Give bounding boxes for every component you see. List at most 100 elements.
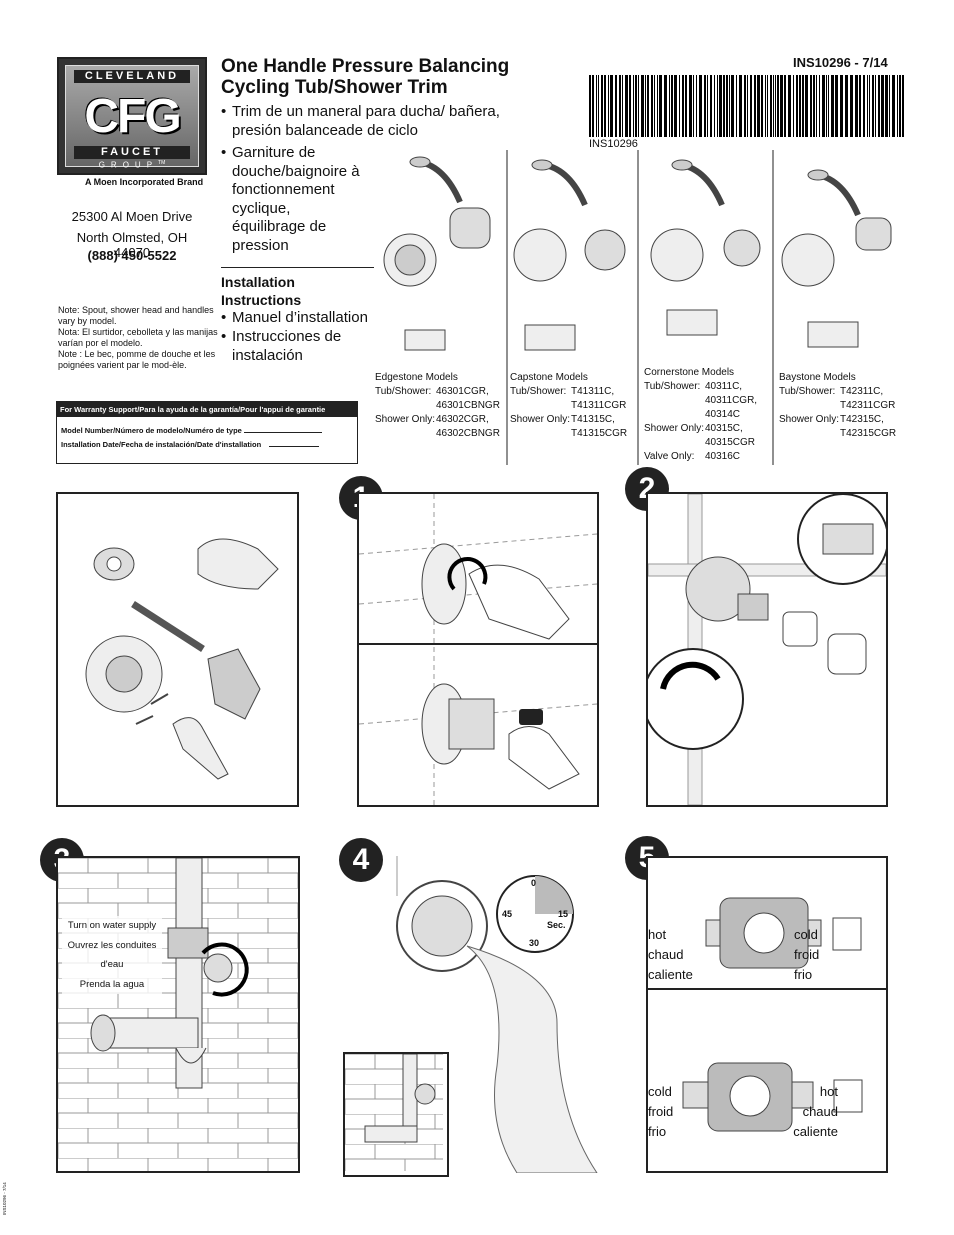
model-number: 46302CBNGR bbox=[436, 428, 500, 439]
model-type bbox=[644, 408, 705, 422]
barcode-bar bbox=[596, 75, 597, 137]
barcode-bar bbox=[674, 75, 677, 137]
spanish-instructions-1: Instrucciones de bbox=[232, 328, 342, 345]
barcode-bar bbox=[719, 75, 722, 137]
barcode-bar bbox=[699, 75, 702, 137]
capstone-icon bbox=[513, 159, 626, 351]
barcode-bar bbox=[635, 75, 637, 137]
barcode-bar bbox=[875, 75, 876, 137]
model-type: Tub/Shower: bbox=[644, 381, 701, 392]
model-type: Tub/Shower: bbox=[510, 386, 567, 397]
model-number: T42311C, bbox=[840, 386, 884, 397]
barcode-bar bbox=[761, 75, 763, 137]
barcode-bar bbox=[869, 75, 870, 137]
model-type: Shower Only: bbox=[779, 414, 840, 425]
barcode-bar bbox=[899, 75, 901, 137]
timer-elapsed-wedge bbox=[535, 876, 573, 914]
step-5-panel: hot chaud caliente cold froid frio cold … bbox=[646, 856, 888, 1173]
parts-panel bbox=[56, 492, 299, 807]
french-title-line: Garniture de bbox=[232, 144, 316, 161]
barcode-bar bbox=[819, 75, 820, 137]
barcode-bar bbox=[679, 75, 680, 137]
barcode-bar bbox=[872, 75, 874, 137]
barcode-bar bbox=[744, 75, 746, 137]
barcode-bar bbox=[608, 75, 609, 137]
model-number: T42311CGR bbox=[840, 400, 896, 411]
phone-number: (888) 450-5522 bbox=[87, 248, 177, 263]
model-type bbox=[779, 399, 840, 413]
step-3-text-fr: Ouvrez les conduites d'eau bbox=[67, 939, 157, 971]
install-date-field[interactable] bbox=[269, 446, 320, 447]
model-type bbox=[644, 394, 705, 408]
barcode-bar bbox=[765, 75, 766, 137]
model-number: T42315CGR bbox=[840, 428, 897, 439]
barcode-bar bbox=[810, 75, 812, 137]
model-row: Shower Only:T42315C, bbox=[779, 413, 907, 427]
model-number-label: Model Number/Número de modelo/Numéro de … bbox=[61, 426, 242, 435]
bottom-left-es: frio bbox=[648, 1124, 667, 1139]
barcode-bar bbox=[619, 75, 621, 137]
timer-unit: Sec. bbox=[547, 920, 566, 930]
model-type bbox=[644, 436, 705, 450]
timer-0: 0 bbox=[531, 878, 537, 888]
barcode-bar bbox=[710, 75, 712, 137]
cfg-logo: CLEVELAND CFG FAUCET GROUPTM bbox=[57, 57, 207, 175]
model-row: Tub/Shower:40311C, bbox=[644, 380, 772, 394]
barcode-bar bbox=[822, 75, 825, 137]
parts-illustration bbox=[85, 538, 279, 780]
barcode-bar bbox=[685, 75, 687, 137]
logo-bottom-text: GROUP bbox=[98, 160, 159, 170]
logo-tm: TM bbox=[158, 160, 166, 166]
barcode-bar bbox=[731, 75, 734, 137]
barcode-bar bbox=[780, 75, 783, 137]
step-5-bottom-right-label: hot chaud caliente bbox=[782, 1082, 838, 1142]
barcode-bar bbox=[828, 75, 829, 137]
model-number-field[interactable] bbox=[243, 432, 322, 433]
barcode-bar bbox=[826, 75, 827, 137]
barcode-bar bbox=[757, 75, 760, 137]
model-number: 40316C bbox=[705, 451, 741, 462]
model-type: Valve Only: bbox=[644, 451, 695, 462]
install-heading-1: Installation bbox=[221, 274, 295, 290]
barcode-bar bbox=[729, 75, 730, 137]
top-left-es: caliente bbox=[648, 967, 693, 982]
barcode-bar bbox=[615, 75, 617, 137]
barcode-bar bbox=[604, 75, 606, 137]
step-4-illustration bbox=[396, 856, 598, 1174]
step-3-text-es: Prenda la agua bbox=[79, 978, 145, 990]
cornerstone-icon bbox=[650, 159, 761, 336]
model-row: Tub/Shower:46301CGR, bbox=[375, 385, 503, 399]
model-row: 46302CBNGR bbox=[375, 427, 503, 441]
model-type bbox=[375, 399, 436, 413]
barcode-bar bbox=[641, 75, 644, 137]
model-number: 46301CGR, bbox=[436, 386, 489, 397]
install-heading-2: Instructions bbox=[221, 292, 302, 308]
top-left-fr: chaud bbox=[648, 947, 684, 962]
step-5-top-right-label: cold froid frio bbox=[794, 925, 819, 985]
model-row: Tub/Shower:T42311C, bbox=[779, 385, 907, 399]
model-number: 40314C bbox=[705, 409, 741, 420]
barcode-bar bbox=[881, 75, 884, 137]
model-number: T41311CGR bbox=[571, 400, 627, 411]
bottom-left-en: cold bbox=[648, 1084, 672, 1099]
edgestone-icon bbox=[383, 156, 491, 351]
french-instructions-text: Manuel d’installation bbox=[232, 309, 368, 326]
top-left-en: hot bbox=[648, 927, 667, 942]
model-note: Note: Spout, shower head and handles var… bbox=[58, 305, 218, 371]
model-row: Valve Only: 40316C bbox=[644, 450, 772, 464]
barcode-bar bbox=[651, 75, 653, 137]
french-title-line: douche/baignoire à bbox=[232, 162, 360, 180]
barcode-bar bbox=[693, 75, 694, 137]
address-line2: North Olmsted, OH 44070 bbox=[76, 230, 188, 260]
barcode-bar bbox=[747, 75, 748, 137]
barcode-bar bbox=[859, 75, 861, 137]
model-number: 40315C, bbox=[705, 423, 743, 434]
barcode-bar bbox=[704, 75, 706, 137]
address-line1: 25300 Al Moen Drive bbox=[71, 209, 193, 224]
barcode-bar bbox=[736, 75, 737, 137]
barcode-bar bbox=[657, 75, 658, 137]
model-row: T42311CGR bbox=[779, 399, 907, 413]
